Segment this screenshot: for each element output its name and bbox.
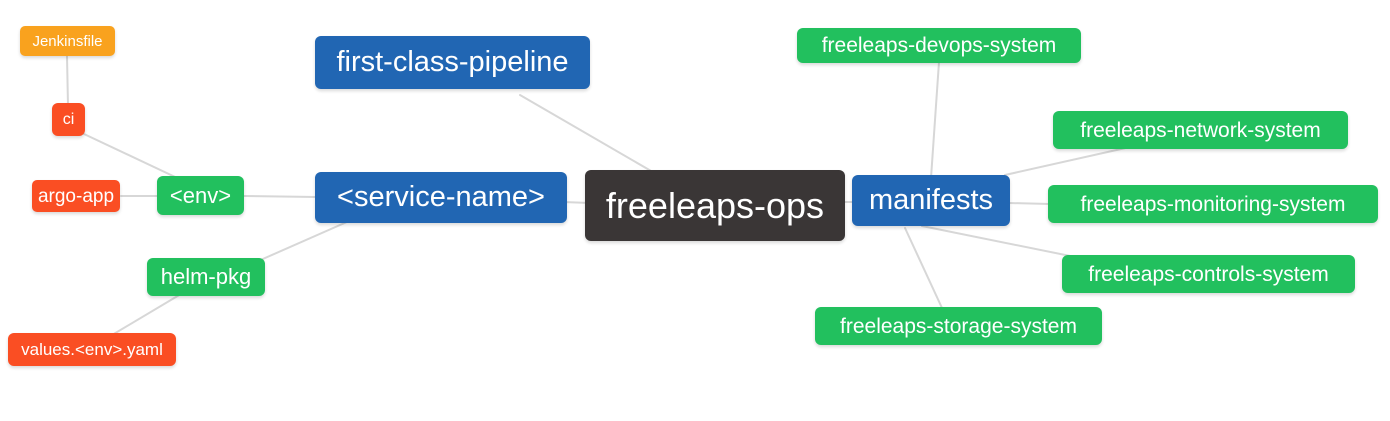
edge-jenkinsfile-ci xyxy=(66,55,69,107)
edge-manifests-devops-system xyxy=(930,61,940,179)
node-ci[interactable]: ci xyxy=(52,103,85,136)
node-first-class-pipeline[interactable]: first-class-pipeline xyxy=(315,36,590,89)
edge-first-class-pipeline-ops xyxy=(519,94,659,176)
node-manifests[interactable]: manifests xyxy=(852,175,1010,226)
node-service-name[interactable]: <service-name> xyxy=(315,172,567,223)
edge-ci-env xyxy=(83,133,191,185)
edge-values-env-yaml-helm-pkg xyxy=(106,290,187,339)
edge-env-service-name xyxy=(243,195,317,198)
node-freeleaps-controls-system[interactable]: freeleaps-controls-system xyxy=(1062,255,1355,293)
node-freeleaps-ops[interactable]: freeleaps-ops xyxy=(585,170,845,241)
node-freeleaps-storage-system[interactable]: freeleaps-storage-system xyxy=(815,307,1102,345)
edge-manifests-network-system xyxy=(1004,146,1131,176)
node-values-env-yaml[interactable]: values.<env>.yaml xyxy=(8,333,176,366)
edge-manifests-monitoring-system xyxy=(1008,202,1051,205)
node-helm-pkg[interactable]: helm-pkg xyxy=(147,258,265,296)
node-argo-app[interactable]: argo-app xyxy=(32,180,120,212)
node-freeleaps-network-system[interactable]: freeleaps-network-system xyxy=(1053,111,1348,149)
edge-manifests-storage-system xyxy=(904,227,943,309)
node-env[interactable]: <env> xyxy=(157,176,244,215)
node-jenkinsfile[interactable]: Jenkinsfile xyxy=(20,26,115,56)
node-freeleaps-monitoring-system[interactable]: freeleaps-monitoring-system xyxy=(1048,185,1378,223)
node-freeleaps-devops-system[interactable]: freeleaps-devops-system xyxy=(797,28,1081,63)
